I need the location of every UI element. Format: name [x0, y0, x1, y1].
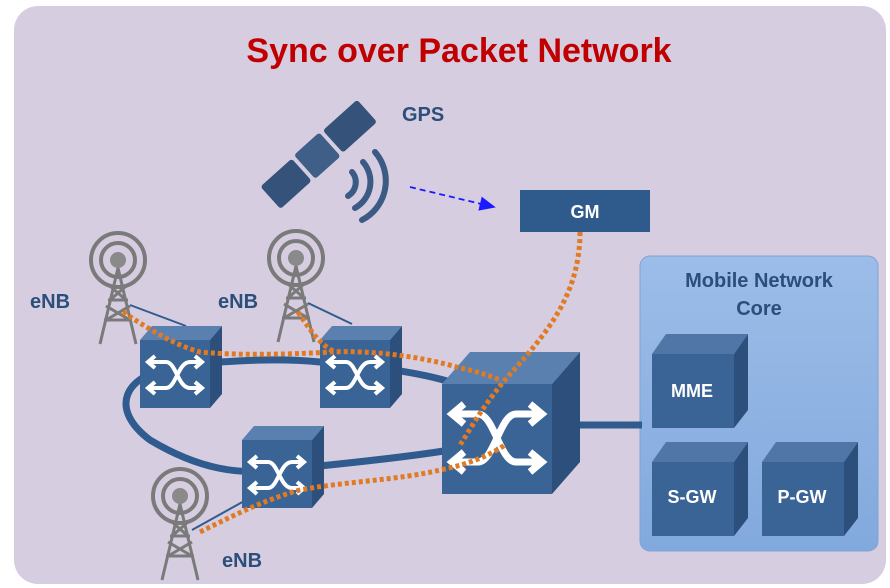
- enb1-link: [129, 304, 187, 327]
- core-title-line2: Core: [736, 298, 782, 320]
- grandmaster-node: GM: [520, 190, 650, 232]
- ring-link: [122, 356, 464, 476]
- core-title-line1: Mobile Network: [685, 270, 834, 292]
- sync-path-bottom: [198, 442, 507, 535]
- mme-node: MME: [652, 334, 748, 428]
- switch-bottom: [242, 426, 324, 508]
- switch-main: [442, 352, 580, 494]
- gps-to-gm-arrow: [409, 186, 496, 211]
- gps-label: GPS: [402, 104, 444, 126]
- sync-path-enb2: [295, 310, 337, 355]
- gps-signal-icon: [345, 149, 389, 223]
- switch-middle: [320, 326, 402, 408]
- enb2-link: [307, 302, 353, 325]
- sync-paths: [121, 231, 583, 535]
- s-gw-label: S-GW: [668, 487, 717, 507]
- sync-path-gm: [457, 231, 583, 447]
- gm-label: GM: [571, 202, 600, 222]
- p-gw-label: P-GW: [778, 487, 827, 507]
- enb-tower-3-icon: [151, 467, 209, 581]
- enb-label-1: eNB: [30, 291, 70, 313]
- enb-label-3: eNB: [222, 550, 262, 572]
- switch-middle-arrows-icon: [324, 354, 386, 396]
- enb-tower-2-icon: [267, 229, 325, 343]
- switch-left: [140, 326, 222, 408]
- enb-label-2: eNB: [218, 291, 258, 313]
- enb-tower-1-icon: [89, 231, 147, 345]
- mme-label: MME: [671, 381, 713, 401]
- enb3-link: [191, 499, 247, 531]
- s-gw-node: S-GW: [652, 442, 748, 536]
- mobile-network-core: Mobile Network Core MME S-GW P-GW: [639, 255, 879, 552]
- diagram-title: Sync over Packet Network: [246, 32, 671, 70]
- switch-left-arrows-icon: [144, 354, 206, 396]
- gps-satellite-icon: [261, 100, 376, 208]
- p-gw-node: P-GW: [762, 442, 858, 536]
